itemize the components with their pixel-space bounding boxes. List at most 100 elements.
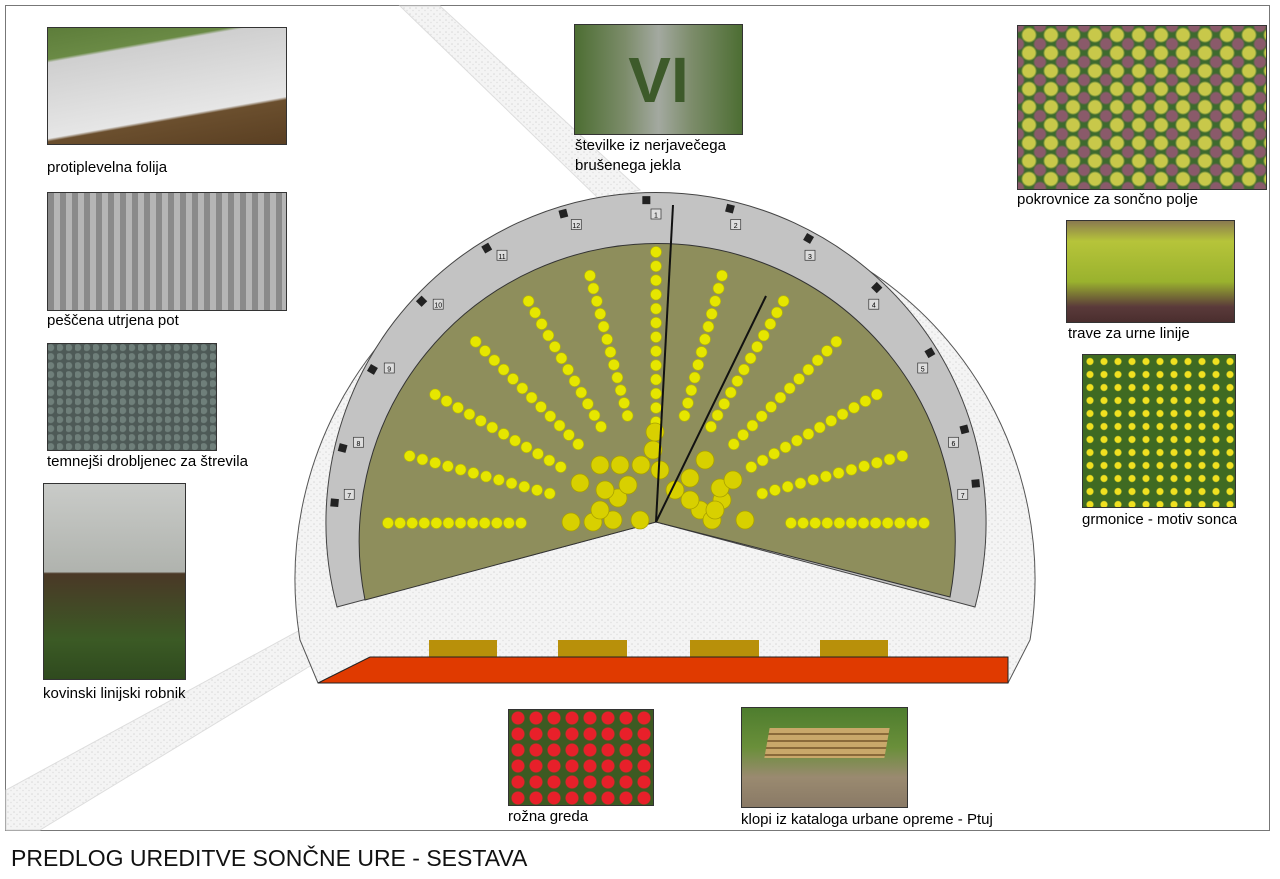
grass-dot bbox=[802, 428, 815, 440]
drawing-frame bbox=[5, 5, 1270, 831]
path-band-bottom bbox=[5, 629, 321, 831]
roman-numeral-icon bbox=[642, 196, 651, 205]
caption-stevilke-2: brušenega jekla bbox=[575, 157, 681, 174]
grass-dot bbox=[869, 517, 882, 529]
grass-dot bbox=[845, 463, 858, 476]
grass-dot bbox=[505, 477, 518, 490]
sun-shrub bbox=[723, 470, 743, 490]
bench-icon bbox=[764, 728, 890, 758]
grass-dot bbox=[685, 384, 698, 397]
grass-dot bbox=[563, 429, 575, 441]
hour-box bbox=[650, 208, 662, 220]
grass-dot bbox=[503, 517, 515, 529]
grass-dot bbox=[731, 375, 744, 387]
grass-dot bbox=[509, 434, 521, 447]
roman-numeral-icon bbox=[337, 443, 348, 453]
roman-numeral-icon bbox=[871, 281, 883, 294]
grass-dot bbox=[894, 517, 906, 529]
grass-dot bbox=[549, 341, 561, 353]
grass-dot bbox=[467, 467, 480, 479]
hour-box bbox=[730, 219, 742, 230]
grass-dot bbox=[738, 363, 750, 376]
hour-box bbox=[868, 298, 880, 310]
hour-box bbox=[432, 298, 444, 310]
grass-dot bbox=[582, 398, 594, 410]
grass-dot bbox=[745, 461, 758, 473]
sun-shrub bbox=[680, 490, 700, 510]
grass-dot bbox=[705, 308, 718, 320]
caption-pot: peščena utrjena pot bbox=[47, 312, 179, 329]
grass-dot bbox=[650, 387, 662, 400]
grass-dot bbox=[454, 517, 467, 529]
grass-dot bbox=[702, 320, 715, 333]
sun-shrub bbox=[595, 480, 615, 500]
grass-dot bbox=[529, 306, 541, 319]
grass-dot bbox=[587, 282, 600, 295]
grass-dot bbox=[871, 457, 883, 469]
grass-dot bbox=[650, 345, 662, 357]
grass-dot bbox=[793, 373, 805, 385]
grass-dot bbox=[833, 517, 846, 529]
roman-numeral-icon bbox=[330, 498, 339, 508]
grass-dot bbox=[783, 382, 796, 395]
grass-dot bbox=[774, 391, 787, 404]
caption-grmonice: grmonice - motiv sonca bbox=[1082, 511, 1238, 528]
grass-dot bbox=[554, 461, 567, 473]
hour-number: 9 bbox=[387, 367, 391, 374]
grass-dot bbox=[595, 420, 607, 433]
page-title: PREDLOG UREDITVE SONČNE URE - SESTAVA bbox=[11, 845, 528, 871]
grass-dot bbox=[572, 438, 585, 451]
roman-numeral-icon bbox=[558, 208, 569, 219]
hour-number: 7 bbox=[347, 493, 351, 500]
grass-dot bbox=[918, 517, 930, 529]
hour-box bbox=[383, 362, 395, 374]
grass-dot bbox=[531, 484, 543, 496]
grass-dot bbox=[584, 269, 596, 282]
grass-dot bbox=[515, 517, 527, 529]
caption-klopi: klopi iz kataloga urbane opreme - Ptuj bbox=[741, 811, 993, 828]
grass-dot bbox=[848, 401, 860, 414]
sun-shrub bbox=[603, 510, 623, 530]
roman-numeral-icon bbox=[415, 295, 428, 307]
benches bbox=[429, 640, 888, 657]
grass-dot bbox=[418, 517, 431, 529]
photo-bench bbox=[741, 707, 908, 808]
grass-dot bbox=[611, 371, 624, 384]
grass-dot bbox=[650, 317, 662, 329]
grass-dot bbox=[403, 450, 416, 462]
grass-dot bbox=[469, 335, 482, 348]
grass-dot bbox=[830, 335, 843, 348]
roman-numeral-icon bbox=[959, 424, 970, 435]
grass-dot bbox=[442, 460, 454, 473]
caption-rozna: rožna greda bbox=[508, 808, 589, 825]
caption-pokrovnice: pokrovnice za sončno polje bbox=[1017, 191, 1198, 208]
grass-dot bbox=[712, 282, 725, 295]
grass-dot bbox=[463, 408, 476, 421]
grass-dot bbox=[881, 517, 894, 529]
grass-dot bbox=[756, 454, 769, 467]
grass-dot bbox=[797, 517, 809, 529]
grass-dot bbox=[518, 480, 531, 493]
grass-dot bbox=[535, 318, 548, 330]
grass-dot bbox=[821, 345, 833, 357]
caption-robnik: kovinski linijski robnik bbox=[43, 685, 186, 702]
grass-dot bbox=[650, 246, 662, 258]
grass-dot bbox=[705, 420, 717, 433]
bench bbox=[429, 640, 497, 657]
grass-dot bbox=[794, 477, 807, 490]
grass-dot bbox=[771, 306, 783, 319]
grass-dot bbox=[507, 373, 519, 385]
hour-box bbox=[948, 436, 959, 448]
sun-shrub bbox=[618, 475, 638, 495]
shadow-line bbox=[655, 204, 674, 523]
grass-dot bbox=[650, 302, 662, 315]
grass-dot bbox=[711, 409, 724, 422]
sun-shrub bbox=[570, 473, 590, 493]
grass-dot bbox=[466, 517, 479, 529]
hour-number: 2 bbox=[734, 223, 738, 230]
grass-dot bbox=[618, 397, 630, 409]
grass-dot bbox=[486, 421, 499, 434]
sun-shrub bbox=[645, 422, 665, 442]
grass-dot bbox=[493, 474, 505, 486]
